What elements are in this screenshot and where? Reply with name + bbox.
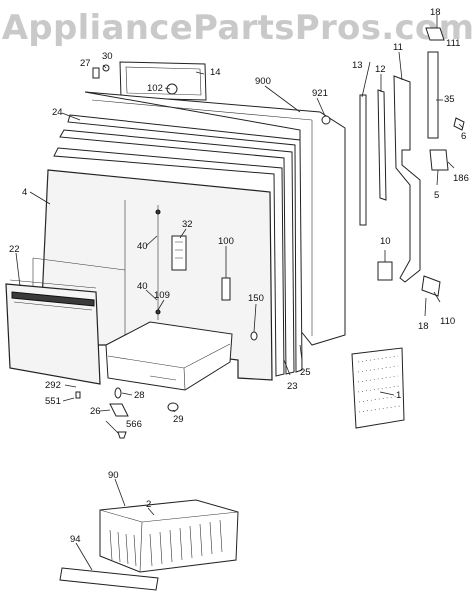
part-29 (167, 402, 179, 412)
hinge-bar-11 (393, 75, 421, 283)
callout-551: 551 (45, 396, 61, 407)
trim-strip-94 (59, 567, 159, 591)
bracket-35 (427, 51, 439, 139)
part-26 (109, 403, 129, 417)
part-551 (75, 391, 81, 399)
callout-13: 13 (352, 60, 363, 71)
callout-109: 109 (154, 290, 170, 301)
callout-25: 25 (300, 367, 311, 378)
insulation-panel-1 (351, 347, 405, 429)
callout-921: 921 (312, 88, 328, 99)
callout-14: 14 (210, 67, 221, 78)
callout-100: 100 (218, 236, 234, 247)
callout-102: 102 (147, 83, 163, 94)
callout-94: 94 (70, 534, 81, 545)
callout-11: 11 (393, 42, 403, 53)
callout-40-upper: 40 (137, 241, 148, 252)
shelf-rail-13 (359, 94, 367, 226)
part-921 (321, 115, 331, 125)
gasket-frame-14 (119, 61, 207, 101)
part-27 (92, 67, 100, 79)
part-110 (421, 275, 441, 297)
callout-90: 90 (108, 470, 119, 481)
callout-24: 24 (52, 107, 63, 118)
callout-5: 5 (434, 190, 439, 201)
callout-40-lower: 40 (137, 281, 148, 292)
callout-12: 12 (375, 64, 386, 75)
evaporator-90 (99, 499, 239, 573)
callout-1: 1 (396, 390, 401, 401)
callout-566: 566 (126, 419, 142, 430)
callout-6: 6 (461, 131, 466, 142)
part-28 (114, 387, 122, 399)
hinge-5 (429, 149, 449, 171)
callout-18-top: 18 (430, 7, 441, 18)
callout-10: 10 (380, 236, 391, 247)
hinge-32 (171, 235, 187, 271)
callout-29: 29 (173, 414, 184, 425)
part-100 (221, 277, 231, 301)
shelf-rail-12 (377, 89, 387, 201)
freezer-door-22 (5, 279, 101, 385)
callout-18-lower: 18 (418, 321, 429, 332)
callout-110: 110 (440, 316, 455, 327)
callout-27: 27 (80, 58, 91, 69)
callout-22: 22 (9, 244, 20, 255)
part-150 (250, 331, 258, 341)
callout-32: 32 (182, 219, 193, 230)
drawer-109 (105, 321, 233, 391)
callout-28: 28 (134, 390, 145, 401)
callout-111: 111 (446, 38, 460, 49)
callout-23: 23 (287, 381, 298, 392)
part-111 (425, 27, 445, 41)
callout-35: 35 (444, 94, 455, 105)
door-panel-stack-24 (53, 114, 303, 377)
part-566 (117, 431, 127, 439)
callout-150: 150 (248, 293, 264, 304)
part-10 (377, 261, 393, 281)
callout-labels: 18 111 30 27 14 13 12 11 35 102 900 921 … (9, 7, 469, 545)
callout-292: 292 (45, 380, 61, 391)
callout-186: 186 (453, 173, 469, 184)
part-102 (166, 83, 178, 95)
callout-30: 30 (102, 51, 113, 62)
callout-900: 900 (255, 76, 271, 87)
callout-4: 4 (22, 187, 27, 198)
callout-26: 26 (90, 406, 101, 417)
watermark-banner: AppliancePartsPros.com (1, 8, 475, 48)
leader-lines (15, 15, 464, 571)
callout-2: 2 (146, 499, 151, 510)
